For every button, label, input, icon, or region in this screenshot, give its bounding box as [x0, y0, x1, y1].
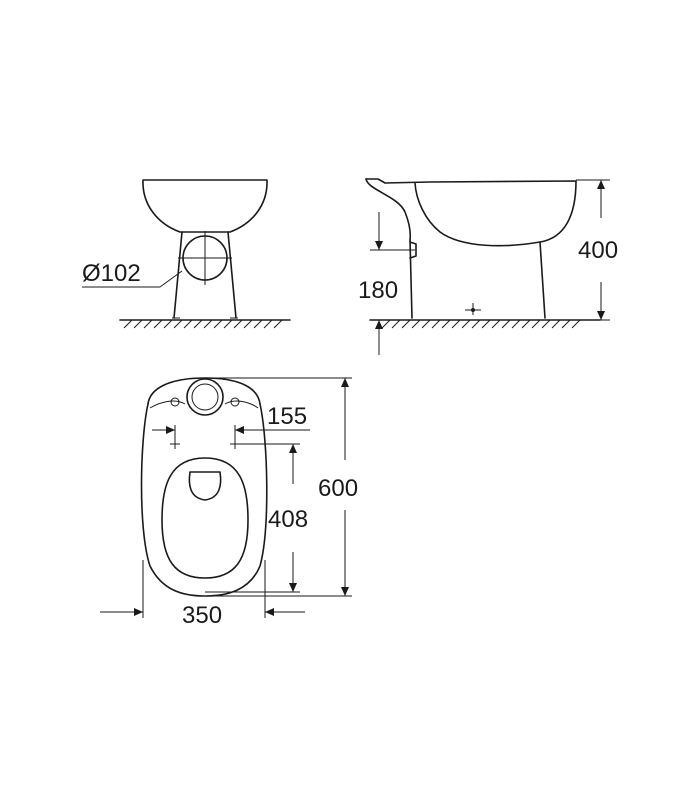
rim-profile-side: [365, 178, 412, 241]
side-view: 180 400: [358, 178, 618, 355]
outlet-opening-top: [188, 471, 222, 501]
bowl-outline-side: [365, 178, 577, 247]
depth-label: 600: [318, 475, 358, 502]
outlet-height-label: 180: [358, 277, 398, 304]
pedestal-front: [173, 231, 237, 319]
pedestal-side: [409, 239, 546, 319]
outlet-pipe-circle: [178, 231, 232, 285]
seat-hinge-rim: [149, 400, 259, 409]
floor-line-side: [369, 319, 601, 329]
top-view: 155 408 600 350: [100, 377, 358, 629]
width-label: 350: [182, 602, 222, 629]
floor-line-front: [119, 319, 291, 329]
flush-valve-circle: [186, 378, 224, 416]
pipe-diameter-label: Ø102: [82, 260, 141, 287]
bowl-outline-front: [142, 179, 268, 233]
fixing-holes: [170, 439, 240, 449]
bowl-inner-top: [161, 457, 249, 579]
floor-fixing-mark: [465, 303, 481, 315]
height-label: 400: [578, 237, 618, 264]
front-view: Ø102: [82, 179, 291, 329]
fixing-distance-label: 408: [268, 506, 308, 533]
cistern-outline-top: [147, 377, 261, 405]
fixing-spacing-label: 155: [267, 403, 307, 430]
